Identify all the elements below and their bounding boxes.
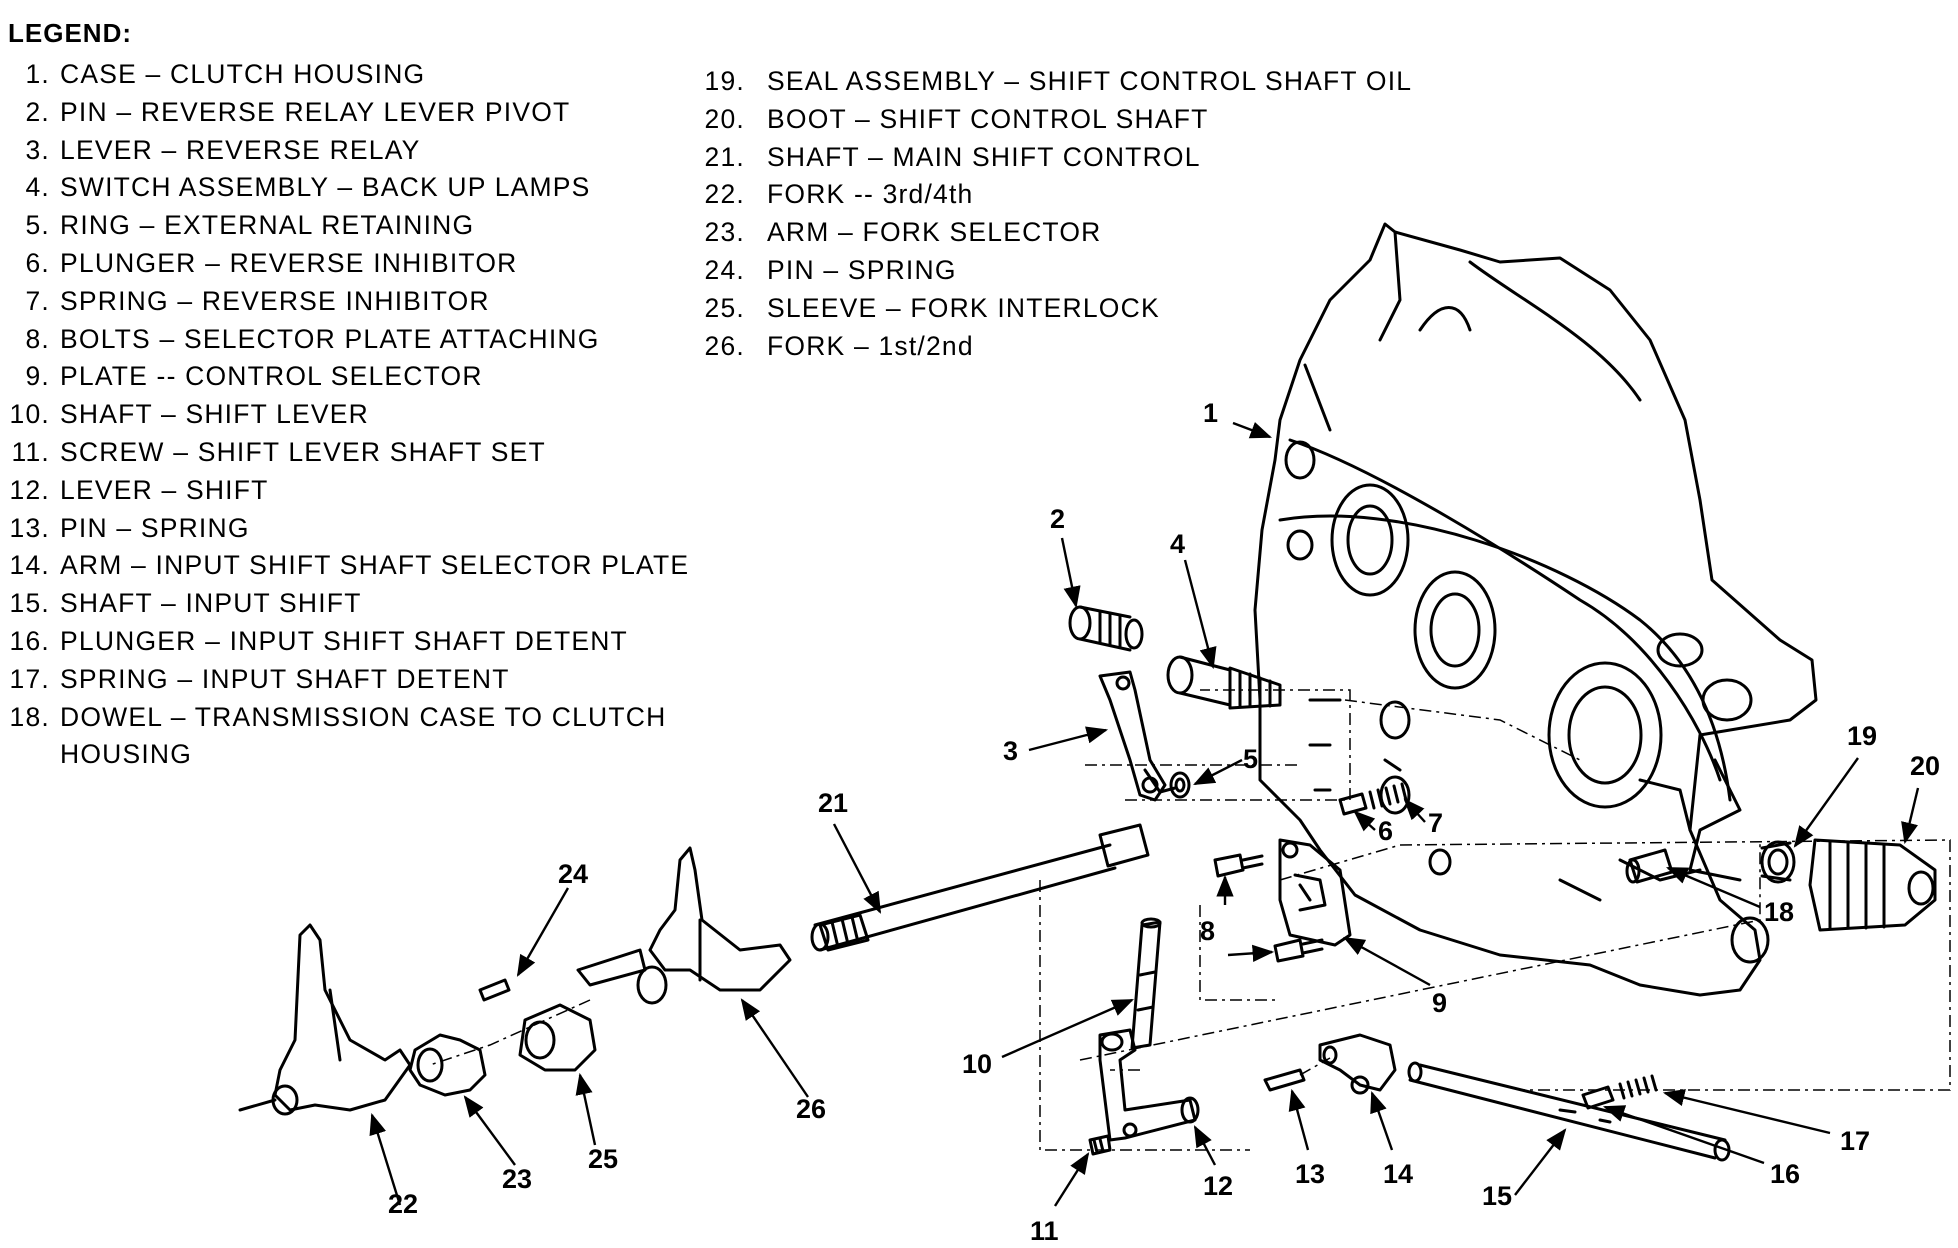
fork-1st-2nd: [576, 846, 792, 1005]
legend-item: 3.LEVER – REVERSE RELAY: [25, 134, 421, 165]
callout-11: 11: [1030, 1216, 1059, 1246]
legend-item: 13.PIN – SPRING: [9, 512, 250, 543]
legend-item: 17.SPRING – INPUT SHAFT DETENT: [9, 663, 510, 694]
legend-item: 20.BOOT – SHIFT CONTROL SHAFT: [704, 103, 1209, 134]
legend-item: 15.SHAFT – INPUT SHIFT: [9, 588, 362, 619]
selector-plate-arm: [1318, 1033, 1397, 1095]
legend-item: 16.PLUNGER – INPUT SHIFT SHAFT DETENT: [9, 625, 628, 656]
main-shift-control-shaft: [810, 823, 1150, 952]
legend-item: 6.PLUNGER – REVERSE INHIBITOR: [25, 247, 518, 278]
reverse-relay-pivot-pin: [1068, 605, 1144, 652]
legend-item: 22.FORK -- 3rd/4th: [704, 179, 974, 210]
callout-17: 17: [1840, 1126, 1870, 1156]
callout-25: 25: [588, 1144, 618, 1174]
legend-item: 11.SCREW – SHIFT LEVER SHAFT SET: [11, 436, 546, 467]
callout-16: 16: [1770, 1159, 1800, 1189]
reverse-inhibitor-plunger-and-spring: [1338, 782, 1408, 816]
legend-title: LEGEND:: [8, 18, 132, 48]
callout-8: 8: [1200, 916, 1215, 946]
legend-item: 26.FORK – 1st/2nd: [704, 330, 974, 361]
legend-item: 10.SHAFT – SHIFT LEVER: [9, 399, 369, 430]
callout-12: 12: [1203, 1171, 1233, 1201]
selector-plate-bolts: [1213, 853, 1324, 963]
callout-2: 2: [1050, 504, 1065, 534]
legend-item: 24.PIN – SPRING: [704, 254, 957, 285]
legend-item: 1.CASE – CLUTCH HOUSING: [25, 59, 426, 89]
leader-arrows: [369, 421, 1920, 1207]
legend-item: 4.SWITCH ASSEMBLY – BACK UP LAMPS: [25, 172, 591, 203]
callout-22: 22: [388, 1189, 418, 1219]
legend-item: 23.ARM – FORK SELECTOR: [704, 217, 1102, 248]
callout-19: 19: [1847, 721, 1877, 751]
fork-selector-arm: [408, 1033, 487, 1097]
legend-item: 8.BOLTS – SELECTOR PLATE ATTACHING: [25, 323, 600, 354]
spring-pin-13: [1263, 1068, 1306, 1092]
callout-18: 18: [1764, 897, 1794, 927]
callout-1: 1: [1203, 398, 1218, 428]
set-screw: [1088, 1134, 1112, 1156]
legend-item: 12.LEVER – SHIFT: [9, 474, 269, 505]
clutch-housing-case: [1253, 222, 1818, 997]
callout-26: 26: [796, 1094, 826, 1124]
legend-item: 25.SLEEVE – FORK INTERLOCK: [704, 292, 1160, 323]
callout-3: 3: [1003, 736, 1018, 766]
callout-6: 6: [1378, 816, 1393, 846]
callout-20: 20: [1910, 751, 1940, 781]
shift-shaft-boot: [1808, 838, 1937, 932]
callout-21: 21: [818, 788, 848, 818]
legend-item: 5.RING – EXTERNAL RETAINING: [25, 210, 475, 241]
callout-13: 13: [1295, 1159, 1325, 1189]
callout-5: 5: [1243, 744, 1258, 774]
legend-left-column: 1.CASE – CLUTCH HOUSING 2.PIN – REVERSE …: [0, 56, 689, 774]
callout-24: 24: [558, 859, 588, 889]
legend-item: 14.ARM – INPUT SHIFT SHAFT SELECTOR PLAT…: [9, 550, 690, 581]
legend-right-column: 19.SEAL ASSEMBLY – SHIFT CONTROL SHAFT O…: [695, 63, 1412, 365]
oil-seal-assembly: [1760, 840, 1796, 884]
legend-item: 2.PIN – REVERSE RELAY LEVER PIVOT: [25, 96, 571, 127]
legend-item: 18.DOWEL – TRANSMISSION CASE TO CLUTCH: [9, 701, 667, 732]
control-selector-plate: [1278, 838, 1352, 947]
callout-labels: 1 2 3 4 5 6 7 8 9 10 11 12 13 14 15 16 1…: [388, 398, 1940, 1246]
reverse-relay-lever: [1098, 670, 1177, 802]
callout-4: 4: [1170, 529, 1185, 559]
input-shift-shaft: [1407, 1061, 1731, 1162]
backup-lamp-switch: [1166, 655, 1282, 710]
legend-item: 7.SPRING – REVERSE INHIBITOR: [25, 285, 490, 316]
callout-23: 23: [502, 1164, 532, 1194]
fork-3rd-4th: [238, 923, 412, 1116]
external-retaining-ring: [1169, 771, 1191, 799]
legend-item: 9.PLATE -- CONTROL SELECTOR: [25, 361, 483, 392]
shift-lever-shaft: [1130, 917, 1162, 1050]
callout-14: 14: [1383, 1159, 1413, 1189]
legend-item: 21.SHAFT – MAIN SHIFT CONTROL: [704, 141, 1201, 172]
spring-pin-24: [478, 978, 511, 1002]
callout-10: 10: [962, 1049, 992, 1079]
shift-lever: [1098, 1028, 1200, 1142]
legend-item: 19.SEAL ASSEMBLY – SHIFT CONTROL SHAFT O…: [704, 66, 1413, 96]
callout-7: 7: [1428, 808, 1443, 838]
legend-item-continuation: HOUSING: [60, 739, 193, 770]
assembly-centerlines: [429, 689, 1951, 1151]
callout-9: 9: [1432, 988, 1447, 1018]
detent-plunger-and-spring: [1581, 1074, 1658, 1110]
callout-15: 15: [1482, 1181, 1512, 1211]
